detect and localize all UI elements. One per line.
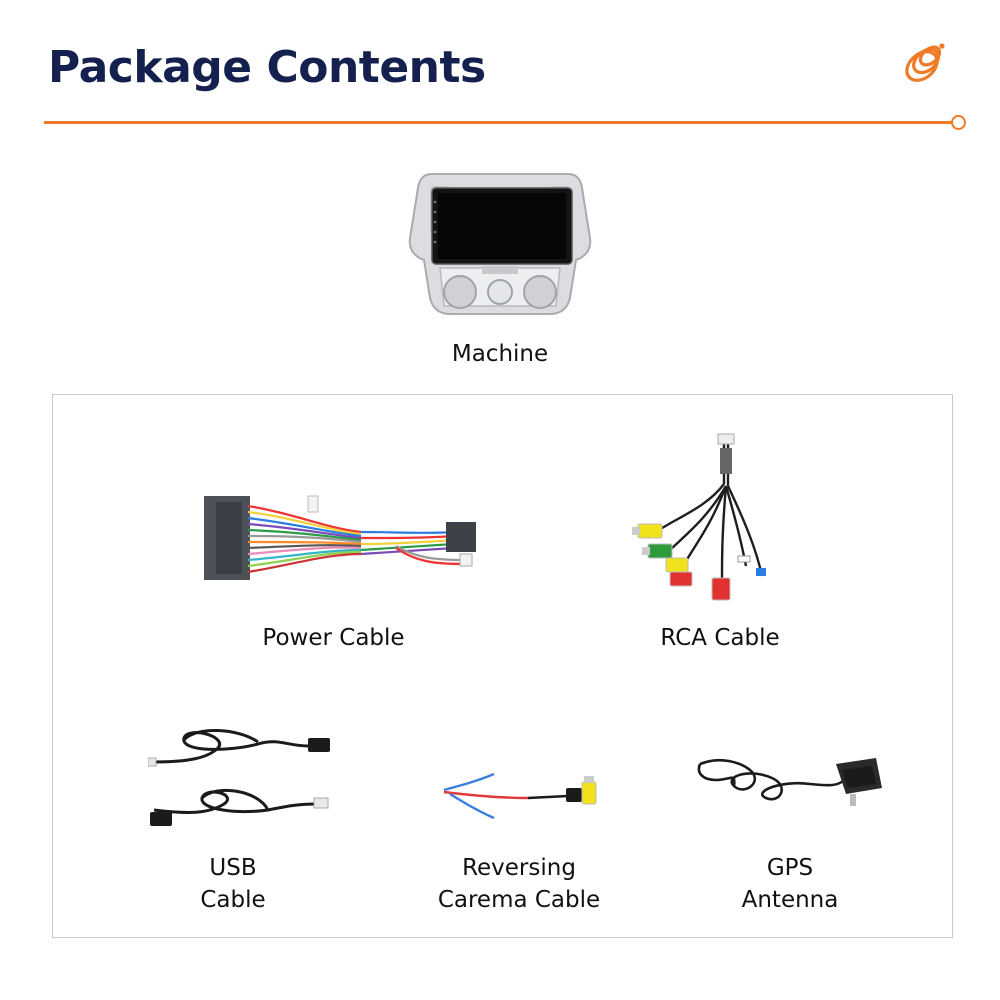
rca-cable-label: RCA Cable	[660, 625, 780, 651]
usb-cable-image	[148, 729, 330, 826]
divider-end-dot	[951, 115, 966, 130]
rca-cable-image	[632, 433, 766, 601]
orange-coil-logo-icon	[905, 43, 945, 82]
page-title: Package Contents	[48, 42, 486, 93]
header-divider	[44, 121, 954, 124]
reversing-cable-label-line2: Carema Cable	[437, 887, 601, 913]
gps-antenna-image	[697, 758, 882, 806]
car-stereo-head-unit-image	[408, 173, 592, 315]
gps-antenna-label-line2: Antenna	[741, 887, 839, 913]
power-cable-label: Power Cable	[262, 625, 405, 651]
machine-label: Machine	[451, 341, 549, 367]
usb-cable-label-line2: Cable	[200, 887, 266, 913]
gps-antenna-label-line1: GPS	[766, 855, 814, 881]
usb-cable-label-line1: USB	[209, 855, 257, 881]
reversing-camera-cable-image	[443, 772, 597, 820]
accessories-box	[52, 394, 953, 938]
wiring-harness-image	[204, 495, 476, 580]
reversing-cable-label-line1: Reversing	[462, 855, 576, 881]
